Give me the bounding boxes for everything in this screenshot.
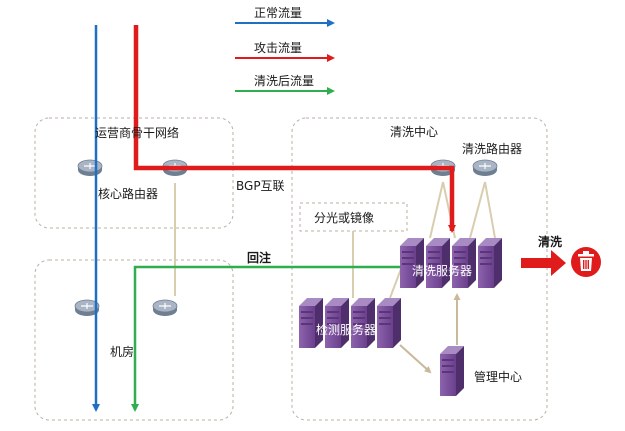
cleaning-center-region: [291, 117, 548, 421]
server-icon: [426, 238, 450, 288]
splitter-label: 分光或镜像: [314, 210, 374, 225]
cleaning-output-arrow: [521, 250, 566, 276]
router-icon: [472, 159, 498, 177]
legend-normal-label: 正常流量: [254, 6, 302, 20]
server-icon: [478, 238, 502, 288]
reinject-label: 回注: [247, 250, 271, 265]
attack-traffic-line: [133, 25, 456, 233]
management-arrows: [399, 293, 461, 374]
datacenter-region: [34, 259, 234, 421]
carrier-region-label: 运营商骨干网络: [95, 125, 179, 140]
trash-icon: [571, 247, 601, 277]
server-icon: [440, 346, 464, 396]
detection-servers-label: 检测服务器: [316, 322, 376, 337]
datacenter-label: 机房: [110, 344, 134, 359]
server-icon: [452, 238, 476, 288]
cleaning-action-label: 清洗: [538, 234, 562, 249]
server-icon: [377, 298, 401, 348]
cleaning-router-label: 清洗路由器: [462, 141, 522, 156]
legend-attack-label: 攻击流量: [254, 41, 302, 55]
management-label: 管理中心: [474, 369, 522, 384]
legend-cleaned-label: 清洗后流量: [254, 74, 314, 88]
cleaning-center-label: 清洗中心: [390, 124, 438, 139]
core-router-label: 核心路由器: [98, 186, 158, 201]
router-icon: [152, 299, 178, 317]
cleaning-servers: [400, 238, 502, 288]
legend: 正常流量 攻击流量 清洗后流量: [235, 6, 335, 95]
router-icon: [77, 159, 103, 177]
cleaning-servers-label: 清洗服务器: [412, 263, 472, 278]
cleaned-traffic-line: [131, 265, 400, 412]
bgp-label: BGP互联: [236, 179, 285, 193]
server-icon: [400, 238, 424, 288]
